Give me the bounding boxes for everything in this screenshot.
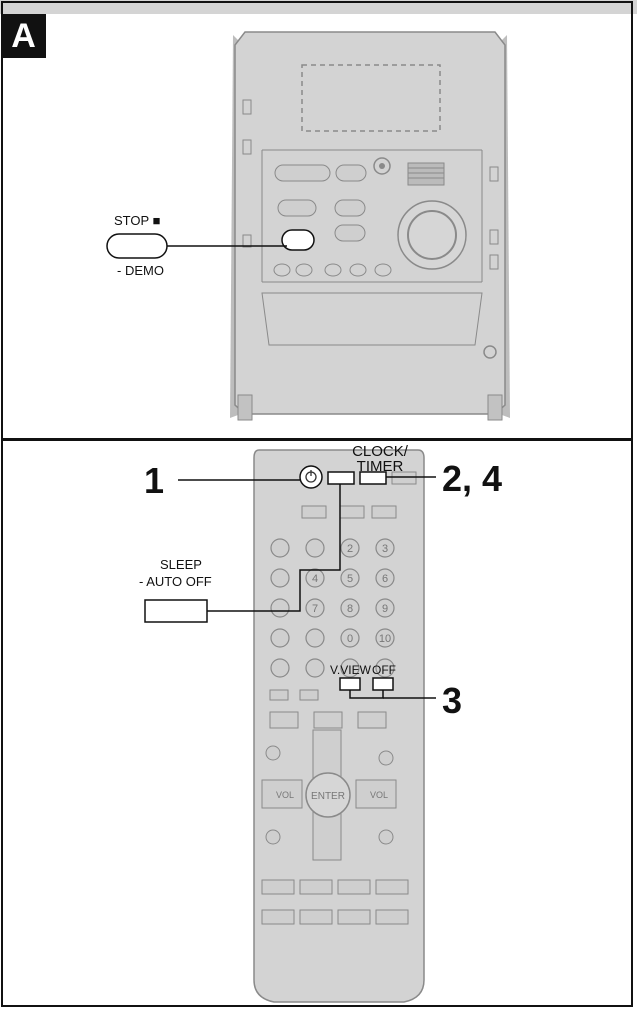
- callout-number-2-4: 2, 4: [442, 458, 503, 499]
- sleep-callout-button: [144, 599, 208, 623]
- panel-divider: [1, 438, 633, 441]
- main-unit-illustration: [106, 31, 510, 421]
- remote-illustration: 2 3 4 5 6 7 8 9 0 10 ENTER VOL VOL: [144, 449, 436, 1003]
- top-header-strip: [0, 0, 637, 14]
- power-button: [299, 465, 323, 489]
- svg-text:4: 4: [312, 573, 318, 585]
- off-label: OFF: [372, 663, 396, 677]
- sleep-label: SLEEP: [160, 557, 202, 572]
- vview-label: V.VIEW: [330, 663, 371, 677]
- svg-text:0: 0: [347, 633, 353, 645]
- enter-button: [305, 772, 351, 818]
- svg-text:7: 7: [312, 603, 318, 615]
- display-window: [301, 64, 441, 132]
- auto-off-label: - AUTO OFF: [139, 574, 212, 589]
- stop-label: STOP ■: [114, 213, 161, 228]
- svg-text:9: 9: [382, 603, 388, 615]
- key-1: 2: [347, 543, 353, 555]
- unit-stop-button: [281, 229, 315, 251]
- svg-text:8: 8: [347, 603, 353, 615]
- vol-minus-label: VOL: [276, 790, 294, 800]
- enter-label: ENTER: [311, 791, 345, 802]
- remote-clock-timer-button: [359, 471, 387, 485]
- callout-line-sleep: [207, 484, 341, 612]
- svg-text:3: 3: [382, 543, 388, 555]
- vol-plus-label: VOL: [370, 790, 388, 800]
- svg-text:5: 5: [347, 573, 353, 585]
- callout-number-3: 3: [442, 680, 463, 721]
- stop-callout-button: [106, 233, 168, 259]
- demo-label: - DEMO: [117, 263, 164, 278]
- clock-timer-label: CLOCK/ TIMER: [352, 443, 408, 475]
- panel-letter-a: A: [1, 14, 46, 58]
- svg-text:10: 10: [379, 633, 391, 645]
- remote-off-button: [372, 677, 394, 691]
- callout-number-1: 1: [144, 460, 165, 501]
- remote-vview-button: [339, 677, 361, 691]
- svg-text:6: 6: [382, 573, 388, 585]
- stop-square-icon: ■: [152, 213, 161, 228]
- callout-bracket-3: [349, 690, 384, 699]
